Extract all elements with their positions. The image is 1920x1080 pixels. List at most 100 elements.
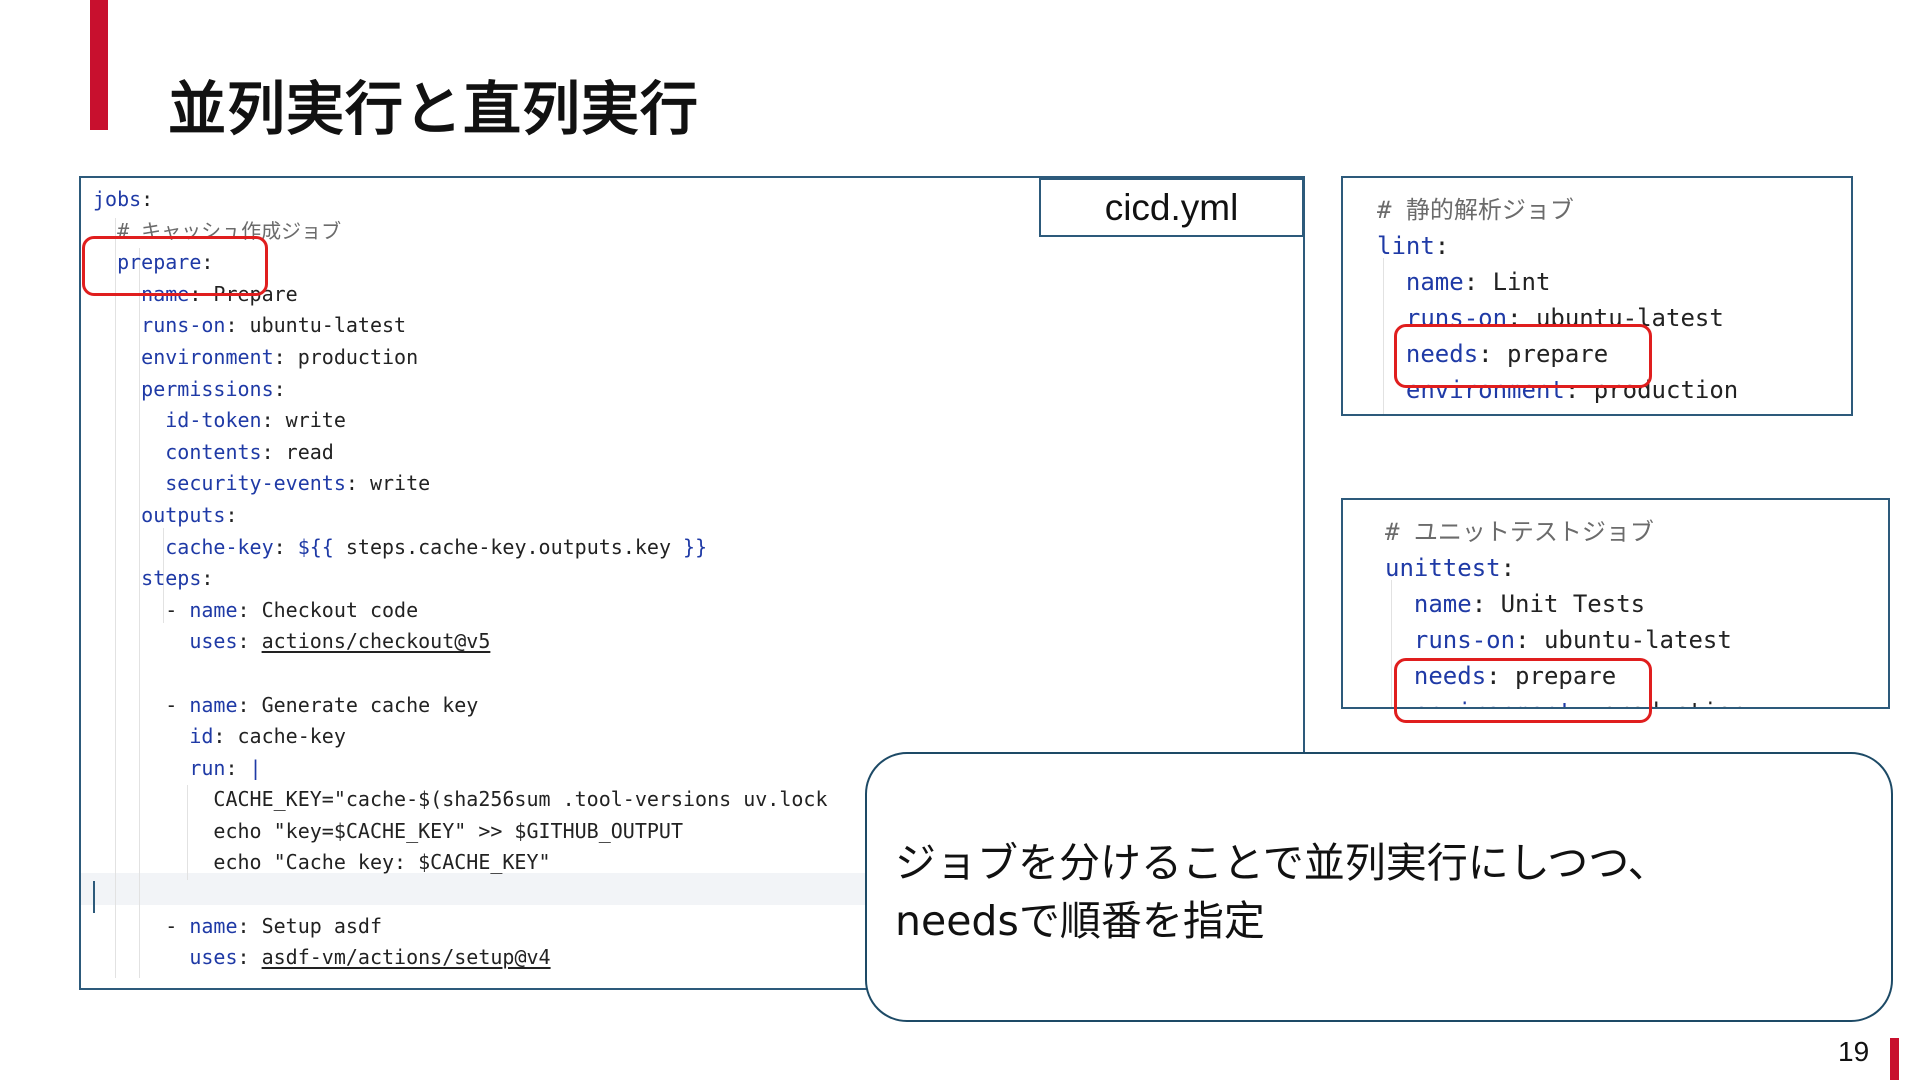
code-token: : read — [261, 439, 334, 464]
code-token: environment — [141, 344, 274, 369]
code-token: name — [189, 597, 238, 622]
indent-guide — [163, 528, 164, 623]
page-number: 19 — [1838, 1036, 1870, 1067]
code-token: # ユニットテストジョブ — [1385, 518, 1654, 546]
code-token: asdf-vm/actions/setup@v4 — [261, 945, 551, 970]
code-token: prepare — [117, 250, 202, 275]
highlight-needs-unittest — [1394, 658, 1652, 723]
code-token: cache-key — [165, 534, 274, 559]
code-line: - name: Checkout code — [93, 595, 828, 627]
code-token: : — [201, 250, 214, 275]
code-line: - name: Setup asdf — [93, 911, 828, 943]
code-token: : — [273, 534, 298, 559]
code-token: # 静的解析ジョブ — [1377, 196, 1574, 224]
code-token — [93, 629, 189, 653]
code-token: : ubuntu-latest — [1515, 626, 1732, 654]
code-line: runs-on: ubuntu-latest — [1377, 300, 1738, 336]
code-token: : Setup asdf — [237, 913, 383, 938]
code-line: - name: Generate cache key — [93, 690, 828, 722]
code-line: runs-on: ubuntu-latest — [93, 310, 828, 342]
code-token — [93, 471, 165, 495]
code-token: unittest — [1385, 554, 1501, 582]
code-token: : — [201, 566, 214, 591]
code-token: : — [273, 376, 286, 401]
code-line: needs: prepare — [1385, 658, 1746, 694]
code-line: run: | — [93, 753, 828, 785]
code-token — [93, 440, 165, 464]
code-token: | — [249, 755, 262, 780]
code-token: runs-on — [1405, 304, 1508, 332]
code-token: id — [189, 724, 214, 749]
code-token: : Generate cache key — [237, 692, 479, 717]
code-token: actions/checkout@v5 — [261, 629, 491, 654]
code-line: outputs: — [93, 500, 828, 532]
code-line: uses: actions/checkout@v5 — [93, 626, 828, 658]
code-line: id: cache-key — [93, 721, 828, 753]
indent-guide — [187, 785, 188, 880]
code-token: name — [189, 692, 238, 717]
code-panel-unittest[interactable]: # ユニットテストジョブ unittest: name: Unit Tests r… — [1341, 498, 1890, 709]
code-token: : — [237, 629, 262, 654]
code-token: name — [189, 913, 238, 938]
code-line: runs-on: ubuntu-latest — [1385, 622, 1746, 658]
code-token: needs — [1413, 662, 1487, 690]
code-token: : write — [261, 408, 346, 433]
code-token — [1385, 626, 1414, 654]
code-token: : — [1500, 554, 1516, 582]
code-line: id-token: write — [93, 405, 828, 437]
code-token: : production — [1564, 376, 1739, 404]
code-token: : — [237, 945, 262, 970]
indent-guide — [115, 218, 116, 978]
highlight-prepare — [82, 236, 268, 296]
code-token: uses — [189, 629, 238, 654]
code-line: lint: — [1377, 228, 1738, 264]
code-unittest-lines: # ユニットテストジョブ unittest: name: Unit Tests r… — [1385, 514, 1746, 707]
code-token: - — [93, 692, 190, 717]
code-token — [93, 756, 189, 780]
code-line: security-events: write — [93, 468, 828, 500]
code-token: : Checkout code — [237, 597, 419, 622]
code-token: }} — [683, 534, 708, 559]
callout-line-2: needsで順番を指定 — [895, 897, 1265, 945]
code-token: : — [225, 755, 250, 780]
code-token: : — [1434, 232, 1450, 260]
code-line — [93, 658, 828, 690]
code-token: - — [93, 913, 190, 938]
highlight-needs-lint — [1394, 324, 1652, 388]
filename-label: cicd.yml — [1039, 178, 1304, 237]
code-line: echo "Cache key: $CACHE_KEY" — [93, 847, 828, 879]
code-line — [93, 879, 828, 911]
code-token: : Unit Tests — [1471, 590, 1646, 618]
code-token: needs — [1405, 340, 1479, 368]
code-token: echo "key=$CACHE_KEY" >> $GITHUB_OUTPUT — [93, 818, 684, 843]
code-token: environment — [1405, 376, 1565, 404]
code-line: name: Unit Tests — [1385, 586, 1746, 622]
code-token: : write — [345, 471, 431, 496]
code-line: prepare: — [93, 247, 828, 279]
code-token: name — [1405, 268, 1464, 296]
code-token — [1377, 268, 1406, 296]
code-token — [93, 535, 165, 559]
code-line: needs: prepare — [1377, 336, 1738, 372]
code-panel-main[interactable]: jobs: # キャッシュ作成ジョブ prepare: name: Prepar… — [79, 176, 1305, 990]
code-line: environment: production — [93, 342, 828, 374]
code-token — [93, 313, 141, 337]
code-token: : prepare — [1478, 340, 1609, 368]
page-accent-bar — [1890, 1038, 1899, 1080]
code-token — [93, 503, 141, 527]
code-token: echo "Cache key: $CACHE_KEY" — [93, 850, 551, 875]
callout-text: ジョブを分けることで並列実行にしつつ、 needsで順番を指定 — [895, 834, 1669, 950]
code-main-lines: jobs: # キャッシュ作成ジョブ prepare: name: Prepar… — [93, 184, 828, 974]
code-line: unittest: — [1385, 550, 1746, 586]
code-token: steps — [141, 566, 202, 591]
code-line: cache-key: ${{ steps.cache-key.outputs.k… — [93, 532, 828, 564]
code-token: outputs — [141, 502, 226, 527]
code-token: ${{ — [297, 534, 334, 559]
indent-guide — [1383, 258, 1384, 414]
code-token: : — [225, 502, 238, 527]
code-line: permissions: — [93, 374, 828, 406]
code-token: - — [93, 597, 190, 622]
code-line: jobs: — [93, 184, 828, 216]
